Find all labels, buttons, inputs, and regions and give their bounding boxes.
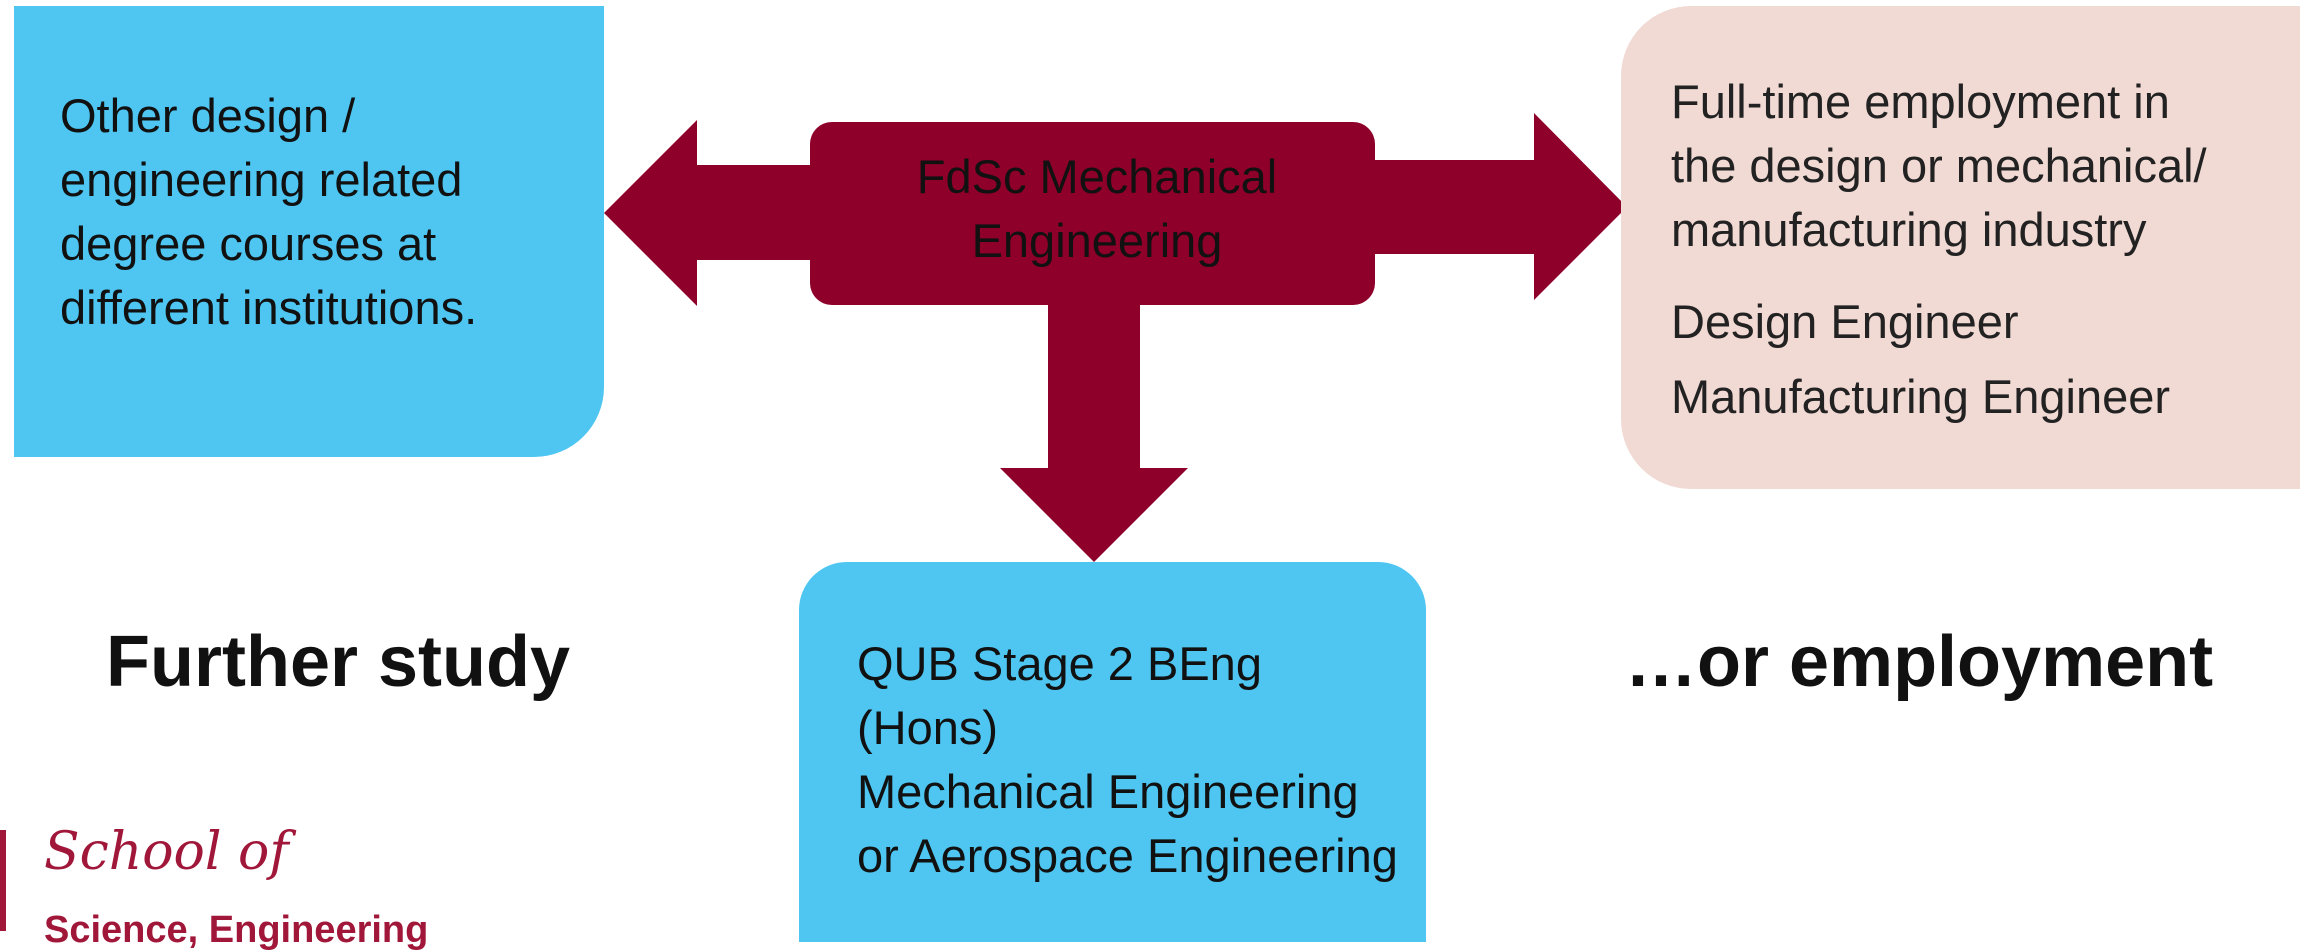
- center-box-line: Engineering: [971, 214, 1223, 267]
- right-box-line: Full-time employment in: [1671, 75, 2170, 128]
- right-box-line: manufacturing industry: [1671, 203, 2147, 256]
- bottom-box-line: QUB Stage 2 BEng (Hons): [857, 637, 1262, 754]
- bottom-box-line: or Aerospace Engineering: [857, 829, 1398, 882]
- further-study-heading: Further study: [106, 622, 571, 702]
- left-box-line: engineering related: [60, 153, 463, 206]
- center-box-label: FdSc Mechanical Engineering: [812, 145, 1382, 273]
- role-design-engineer: Design Engineer: [1671, 295, 2019, 348]
- left-box-line: degree courses at: [60, 217, 437, 270]
- center-box-line: FdSc Mechanical: [916, 150, 1278, 203]
- school-logo-script: School of: [44, 822, 289, 882]
- left-box-line: Other design /: [60, 89, 356, 142]
- role-manufacturing-engineer: Manufacturing Engineer: [1671, 370, 2171, 423]
- down-arrow: [1000, 302, 1188, 562]
- right-arrow: [1373, 113, 1627, 300]
- qub-progression-box: QUB Stage 2 BEng (Hons) Mechanical Engin…: [799, 562, 1426, 942]
- right-box-line: the design or mechanical/: [1671, 139, 2207, 192]
- school-logo-subtitle: Science, Engineering: [44, 909, 429, 951]
- bottom-box-line: Mechanical Engineering: [857, 765, 1359, 818]
- left-arrow: [604, 120, 812, 306]
- left-box-line: different institutions.: [60, 281, 478, 334]
- center-box: [810, 122, 1375, 305]
- employment-heading: …or employment: [1625, 622, 2214, 702]
- school-logo-bar: [0, 830, 6, 931]
- further-study-box: Other design / engineering related degre…: [14, 6, 604, 457]
- employment-box: Full-time employment in the design or me…: [1621, 6, 2300, 489]
- arrow-diagram: [604, 113, 1627, 562]
